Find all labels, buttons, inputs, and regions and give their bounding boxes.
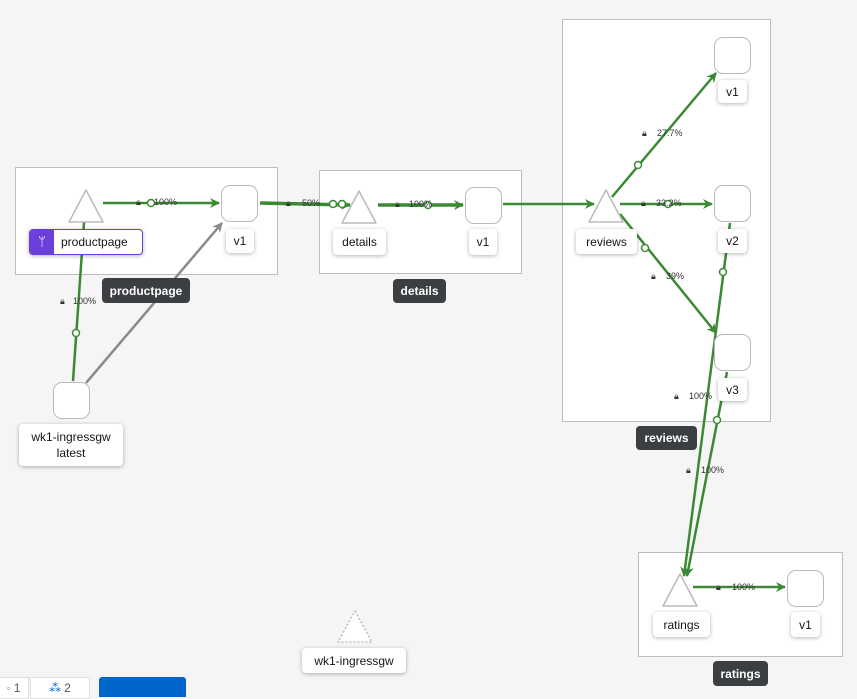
lock-icon: 🔒︎: [641, 198, 646, 208]
edge-label-productpage-v1-details: 50%: [302, 198, 320, 208]
edge-label-v3-ratings: 100%: [701, 465, 724, 475]
reviews-v3-label: v3: [718, 378, 747, 401]
reviews-v2-label: v2: [718, 229, 747, 253]
lock-icon: 🔒︎: [686, 465, 691, 475]
edge-label-reviews-v1: 27.7%: [657, 128, 683, 138]
details-service-node[interactable]: [341, 190, 377, 224]
ratings-service-label: ratings: [653, 612, 710, 637]
edge-label-productpage-v1: 100%: [154, 197, 177, 207]
lock-icon: 🔒︎: [674, 391, 679, 401]
edge-label-ratings-v1: 100%: [732, 582, 755, 592]
count: 2: [64, 681, 71, 695]
edge-label-reviews-v2: 33.2%: [656, 198, 682, 208]
edge-ingress-productpage-v1[interactable]: [85, 222, 223, 384]
ratings-service-node[interactable]: [662, 573, 698, 607]
details-v1-label: v1: [469, 229, 497, 255]
ingress-unknown-label: wk1-ingressgw: [302, 648, 406, 673]
productpage-service-node[interactable]: [68, 189, 104, 223]
edge-label-ingress-productpage: 100%: [73, 296, 96, 306]
count: 1: [13, 681, 21, 695]
details-box-label: details: [393, 279, 446, 303]
node-icon: ◦: [6, 681, 11, 695]
label-line: wk1-ingressgw: [31, 430, 111, 444]
toolbar-edge-count[interactable]: ⁂2: [30, 677, 90, 699]
ratings-v1-node[interactable]: [787, 570, 824, 607]
reviews-service-label: reviews: [576, 229, 637, 254]
lock-icon: 🔒︎: [651, 271, 656, 281]
reviews-box-label: reviews: [636, 426, 697, 450]
reviews-v3-node[interactable]: [714, 334, 751, 371]
graph-icon: ⁂: [49, 681, 62, 695]
lock-icon: 🔒︎: [716, 582, 721, 592]
details-v1-node[interactable]: [465, 187, 502, 224]
edge-ingress-productpage[interactable]: [71, 193, 91, 382]
details-service-label: details: [333, 229, 386, 255]
edge-label-reviews-v3: 39%: [666, 271, 684, 281]
ratings-v1-label: v1: [791, 612, 820, 637]
toolbar-node-count[interactable]: ◦1: [0, 677, 29, 699]
app-branch-icon: ᛘ: [30, 230, 54, 254]
edge-v3-ratings[interactable]: [683, 371, 729, 577]
lock-icon: 🔒︎: [60, 296, 65, 306]
reviews-v2-node[interactable]: [714, 185, 751, 222]
reviews-service-node[interactable]: [588, 189, 624, 223]
reviews-v1-label: v1: [718, 80, 747, 103]
edge-label-details-v1: 100%: [409, 199, 432, 209]
productpage-box-label: productpage: [102, 278, 190, 303]
edge-reviews-v1[interactable]: [611, 72, 717, 198]
ratings-box-label: ratings: [713, 661, 768, 686]
ingress-workload-label: wk1-ingressgw latest: [19, 424, 123, 466]
label-text: productpage: [61, 235, 128, 249]
productpage-service-label: ᛘ productpage: [29, 229, 143, 255]
lock-icon: 🔒︎: [395, 199, 400, 209]
label-line: latest: [56, 446, 86, 460]
edge-v2-ratings[interactable]: [680, 222, 732, 577]
toolbar-primary-button[interactable]: [99, 677, 186, 697]
ingress-unknown-node[interactable]: [337, 610, 373, 643]
ingress-workload-node[interactable]: [53, 382, 90, 419]
lock-icon: 🔒︎: [136, 197, 141, 207]
lock-icon: 🔒︎: [286, 198, 291, 208]
edge-label-v2-ratings: 100%: [689, 391, 712, 401]
lock-icon: 🔒︎: [642, 128, 647, 138]
productpage-v1-label: v1: [226, 229, 254, 253]
reviews-v1-node[interactable]: [714, 37, 751, 74]
productpage-v1-node[interactable]: [221, 185, 258, 222]
